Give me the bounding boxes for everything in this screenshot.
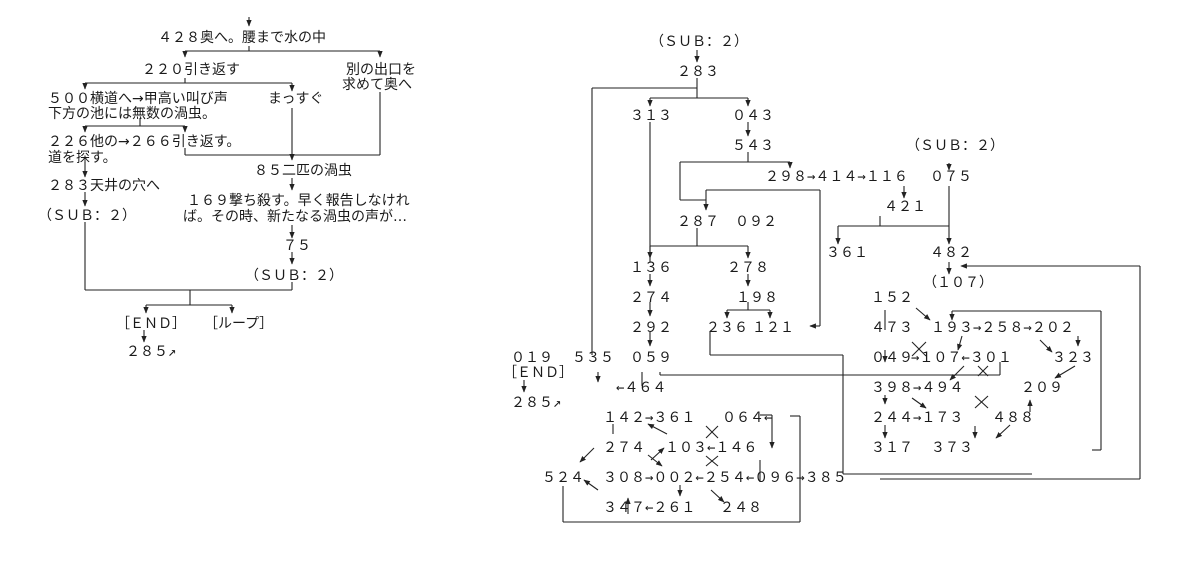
- node-248: ２４８: [720, 500, 762, 516]
- node-398-494: ３９８→４９４: [871, 380, 963, 396]
- node-043: ０４３: [732, 108, 774, 124]
- node-361: ３６１: [826, 245, 868, 261]
- node-other-exit-line2: 求めて奥へ: [342, 76, 412, 93]
- left-labels: ４２８奥へ。腰まで水の中 ２２０引き返す 別の出口を 求めて奥へ ５００横道へ→…: [38, 29, 416, 360]
- node-chain-298: ２９８→４１４→１１６: [765, 169, 908, 185]
- node-092: ０９２: [735, 214, 777, 230]
- node-317: ３１７: [871, 440, 913, 456]
- node-85: ８５二匹の渦虫: [254, 163, 352, 179]
- node-75: ７５: [283, 238, 311, 254]
- node-313: ３１３: [630, 108, 672, 124]
- node-sub2-right: （ＳＵＢ：２）: [906, 138, 1004, 154]
- node-274b: ２７４: [603, 440, 645, 456]
- node-198: １９８: [736, 290, 778, 306]
- node-285: ２８５↗: [511, 395, 561, 411]
- node-488: ４８８: [992, 410, 1034, 426]
- node-end: ［ＥＮＤ］: [116, 316, 186, 332]
- node-500-line2: 下方の池には無数の渦虫。: [48, 106, 216, 122]
- node-285: ２８５↗: [126, 344, 176, 360]
- node-sub2-a: （ＳＵＢ：２）: [38, 208, 136, 224]
- node-278: ２７８: [727, 260, 769, 276]
- left-flowchart: ４２８奥へ。腰まで水の中 ２２０引き返す 別の出口を 求めて奥へ ５００横道へ→…: [38, 17, 416, 360]
- node-121: １２１: [752, 320, 794, 336]
- node-075: ０７５: [930, 169, 972, 185]
- node-136: １３６: [630, 260, 672, 276]
- node-473: ４７３: [871, 320, 913, 336]
- node-428: ４２８奥へ。腰まで水の中: [158, 29, 326, 46]
- node-seek-way: 道を探す。: [48, 150, 117, 166]
- node-end: ［ＥＮＤ］: [503, 365, 573, 381]
- node-other-exit-line1: 別の出口を: [346, 62, 416, 78]
- node-209: ２０９: [1021, 380, 1063, 396]
- node-323: ３２３: [1052, 350, 1094, 366]
- node-row-103: １０３←１４６: [665, 440, 757, 456]
- node-524: ５２４: [542, 470, 584, 486]
- right-connectors: [521, 50, 1141, 523]
- left-connectors: [82, 17, 383, 343]
- node-sub2-top: （ＳＵＢ：２）: [650, 34, 748, 50]
- node-152: １５２: [871, 290, 913, 306]
- node-464: ←４６４: [616, 380, 666, 396]
- node-347-261: ３４７←２６１: [603, 500, 695, 516]
- node-064: ０６４←: [722, 410, 772, 426]
- node-421: ４２１: [884, 199, 926, 215]
- node-292: ２９２: [630, 320, 672, 336]
- node-107-paren: （１０７）: [923, 275, 993, 291]
- node-373: ３７３: [931, 440, 973, 456]
- node-543: ５４３: [732, 138, 774, 154]
- node-283: ２８３天井の穴へ: [48, 178, 160, 194]
- node-mid-107: →１０７←３０１: [911, 350, 1012, 366]
- node-236: ２３６: [706, 320, 748, 336]
- node-500-line1: ５００横道へ→甲高い叫び声: [48, 90, 228, 107]
- node-row-308: ３０８→００２←２５４←０９６→３８５: [603, 470, 847, 486]
- node-sub2-b: （ＳＵＢ：２）: [245, 268, 343, 284]
- node-283: ２８３: [677, 64, 719, 80]
- node-049: ０４９: [871, 350, 913, 366]
- node-straight: まっすぐ: [268, 91, 323, 107]
- node-019: ０１９: [511, 350, 553, 366]
- node-row-142: １４２→３６１: [603, 410, 695, 426]
- node-169-line2: ば。その時、新たなる渦虫の声が…: [183, 209, 407, 225]
- node-169-line1: １６９撃ち殺す。早く報告しなけれ: [187, 193, 410, 209]
- node-274: ２７４: [630, 290, 672, 306]
- right-graph: （ＳＵＢ：２） ２８３ ３１３ ０４３ ５４３ ２９８→４１４→１１６ （ＳＵＢ…: [503, 34, 1141, 523]
- node-482: ４８２: [930, 245, 972, 261]
- node-row-193: １９３→２５８→２０２: [931, 320, 1074, 336]
- node-287: ２８７: [677, 214, 719, 230]
- node-059: ０５９: [630, 350, 672, 366]
- node-220: ２２０引き返す: [142, 62, 240, 78]
- right-labels: （ＳＵＢ：２） ２８３ ３１３ ０４３ ５４３ ２９８→４１４→１１６ （ＳＵＢ…: [503, 34, 1094, 516]
- node-244-173: ２４４→１７３: [871, 410, 963, 426]
- node-loop: ［ループ］: [204, 316, 273, 332]
- node-226: ２２６他の→２６６引き返す。: [48, 134, 240, 150]
- node-535: ５３５: [572, 350, 614, 366]
